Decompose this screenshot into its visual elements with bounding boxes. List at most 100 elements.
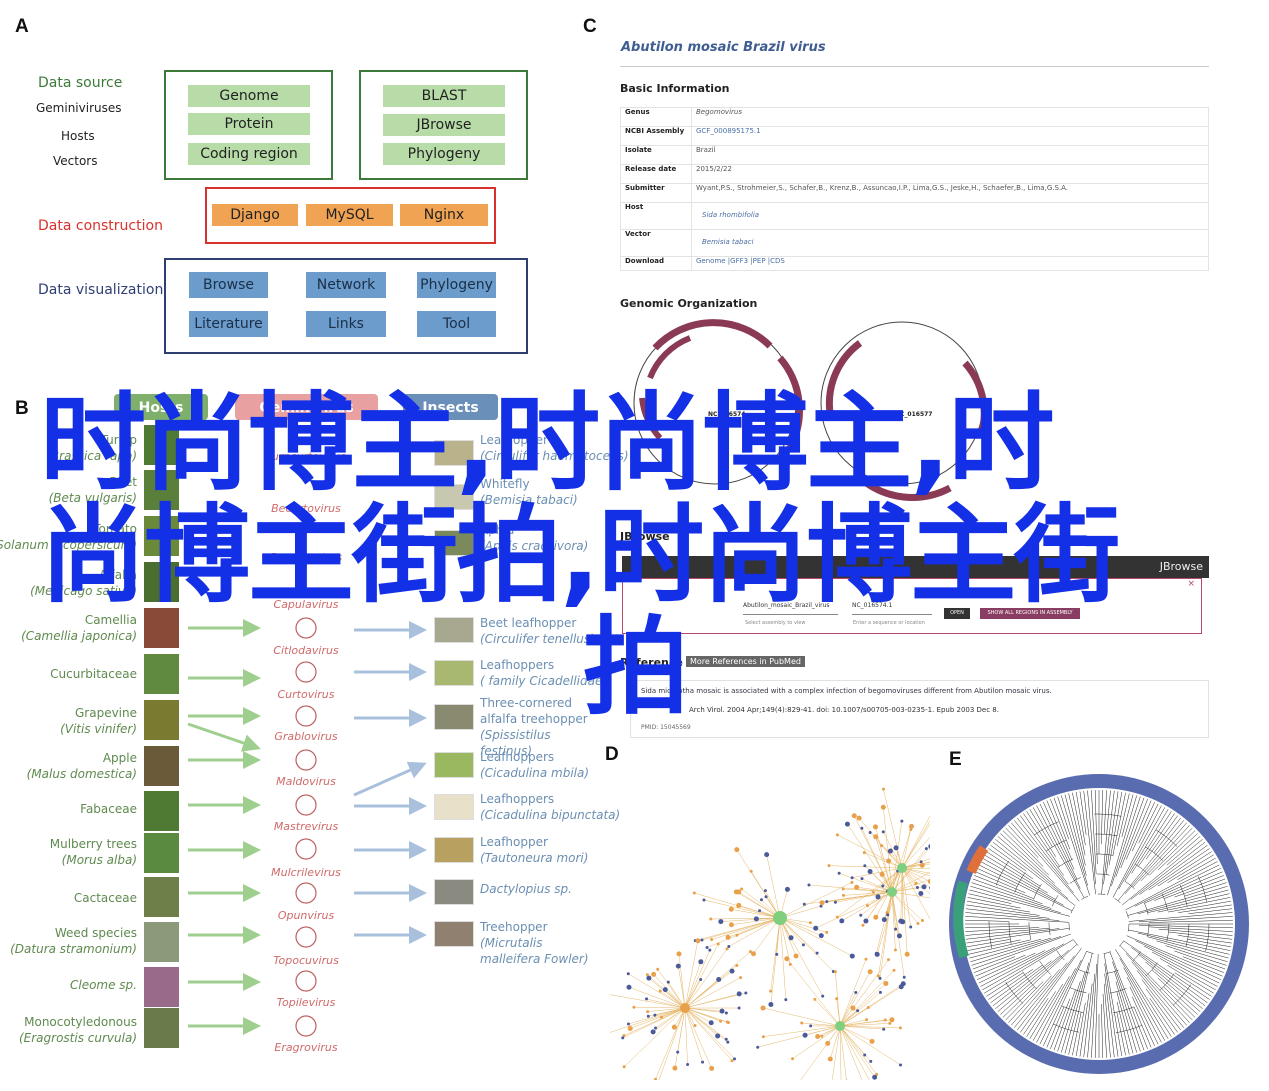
tree-branch	[1123, 940, 1210, 1000]
insect-treehopper-micrutalis: Treehopper(Micrutalis malleifera Fowler)	[480, 920, 589, 966]
network-node	[760, 1005, 766, 1011]
network-edge	[750, 871, 781, 919]
network-edge	[741, 888, 781, 919]
network-node	[725, 934, 731, 940]
network-edge	[839, 970, 895, 1027]
tree-branch	[967, 897, 1021, 909]
network-edge	[779, 917, 791, 965]
tree-branch	[1149, 998, 1175, 1035]
host-to-virus-arrows	[187, 619, 261, 1035]
tool-button[interactable]: Tool	[417, 311, 496, 337]
network-edge	[655, 1007, 686, 1029]
network-node	[671, 1024, 677, 1030]
network-node	[727, 944, 731, 948]
host-photo	[144, 470, 179, 510]
network-edge	[900, 867, 903, 922]
virus-turncurtovirus: Turncurtovirus	[266, 450, 346, 463]
network-edge	[875, 836, 893, 893]
virus-capulavirus: Capulavirus	[273, 598, 339, 611]
network-node	[924, 847, 928, 851]
network-edge	[684, 1007, 727, 1014]
tree-branch	[1124, 809, 1169, 882]
network-node	[875, 1072, 879, 1076]
insect-dactylopius: Dactylopius sp.	[480, 882, 572, 896]
tree-branch	[1094, 790, 1098, 865]
network-node	[898, 984, 904, 990]
network-node	[768, 1001, 774, 1007]
network-node	[919, 862, 925, 868]
tree-branch	[1157, 851, 1212, 887]
network-edge	[901, 867, 930, 888]
links-button[interactable]: Links	[306, 311, 386, 337]
network-node	[894, 927, 898, 931]
tree-arc	[1048, 873, 1150, 975]
tree-branch	[1087, 790, 1096, 885]
network-node	[788, 962, 792, 966]
literature-button[interactable]: Literature	[189, 311, 268, 337]
tree-branch	[1119, 945, 1193, 1021]
construction-box	[205, 187, 496, 244]
coding-region-button[interactable]: Coding region	[188, 143, 310, 165]
locus-input[interactable]: NC_016574.1	[852, 602, 932, 615]
tree-branch	[1131, 811, 1172, 874]
network-edge	[684, 1007, 712, 1023]
virus-to-insect-arrows	[353, 621, 427, 944]
network-node	[863, 1053, 867, 1057]
vector-link[interactable]: Bemisia tabaci	[691, 229, 1209, 257]
phylogeny-vis-button[interactable]: Phylogeny	[417, 272, 496, 298]
network-node	[879, 871, 885, 877]
reference-title[interactable]: Sida micrantha mosaic is associated with…	[641, 687, 1052, 695]
network-node	[850, 876, 854, 880]
network-edge	[883, 807, 893, 893]
network-edge	[655, 1007, 686, 1080]
network-edge	[786, 958, 841, 1027]
assembly-select[interactable]: Abutilon_mosaic_Brazil_virus	[743, 602, 838, 615]
host-grapevine: Grapevine(Vitis vinifer)	[60, 706, 137, 736]
show-all-regions-button[interactable]: SHOW ALL REGIONS IN ASSEMBLY	[980, 608, 1080, 619]
tree-branch	[1167, 854, 1214, 883]
jbrowse-close-icon[interactable]: ×	[1187, 579, 1195, 589]
network-button[interactable]: Network	[306, 272, 386, 298]
network-node	[841, 893, 845, 897]
tree-branch	[1002, 830, 1049, 876]
tree-branch	[1112, 961, 1145, 1051]
jbrowse-button[interactable]: JBrowse	[383, 114, 505, 136]
jbrowse-open-button[interactable]: OPEN	[944, 608, 970, 619]
genome-button[interactable]: Genome	[188, 85, 310, 107]
nginx-button[interactable]: Nginx	[400, 204, 488, 226]
host-fabaceae: Fabaceae	[80, 802, 137, 816]
network-edge	[674, 1007, 686, 1069]
tree-branch	[1005, 981, 1044, 1021]
protein-button[interactable]: Protein	[188, 113, 310, 135]
visualization-box	[164, 258, 528, 354]
network-edge	[684, 940, 699, 1009]
network-edge	[684, 1007, 727, 1040]
network-node	[686, 1062, 690, 1066]
tree-branch	[1115, 797, 1145, 877]
network-node	[860, 877, 864, 881]
tree-branch	[1020, 815, 1064, 876]
tree-branch	[1138, 803, 1159, 844]
network-edge	[710, 917, 781, 920]
network-node	[835, 915, 839, 919]
network-node	[876, 974, 880, 978]
tree-branch	[1043, 951, 1087, 1046]
network-edge	[657, 969, 686, 1009]
blast-button[interactable]: BLAST	[383, 85, 505, 107]
mysql-button[interactable]: MySQL	[306, 204, 393, 226]
pubmed-button[interactable]: More References in PubMed	[686, 656, 805, 667]
plasmid-map-a: NC_016574	[633, 319, 803, 485]
tree-branch	[1011, 969, 1060, 1026]
tree-branch	[1148, 848, 1210, 891]
phylogeny-tool-button[interactable]: Phylogeny	[383, 143, 505, 165]
network-edge	[839, 1025, 873, 1042]
django-button[interactable]: Django	[212, 204, 298, 226]
tree-branch	[1135, 940, 1221, 980]
tree-branch	[1187, 939, 1232, 948]
network-edge	[830, 1025, 841, 1060]
download-links[interactable]: Genome |GFF3 |PEP |CDS	[691, 256, 1209, 271]
browse-button[interactable]: Browse	[189, 272, 268, 298]
tree-branch	[977, 952, 1036, 980]
network-node	[844, 821, 850, 827]
